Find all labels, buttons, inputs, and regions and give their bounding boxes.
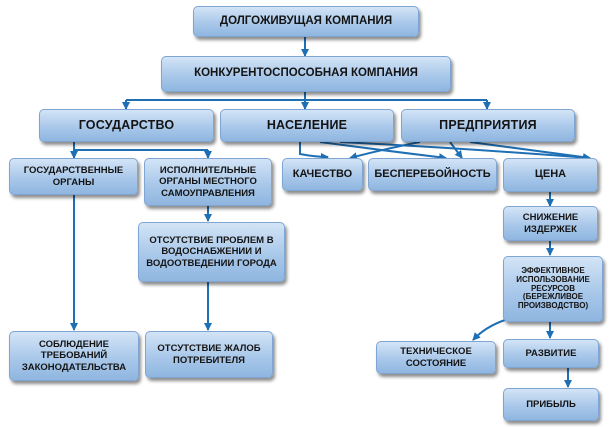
- node-no-consumer-complaints: ОТСУТСТВИЕ ЖАЛОБ ПОТРЕБИТЕЛЯ: [145, 331, 273, 378]
- node-long-lived-company-label: ДОЛГОЖИВУЩАЯ КОМПАНИЯ: [219, 14, 393, 27]
- arrow-enterprises-to-uninterrupted: [449, 141, 463, 159]
- node-no-consumer-complaints-label: ОТСУТСТВИЕ ЖАЛОБ ПОТРЕБИТЕЛЯ: [157, 343, 261, 366]
- arrow-competitive-to-levels: [125, 92, 488, 108]
- node-cost-reduction-label: СНИЖЕНИЕ ИЗДЕРЖЕК: [522, 212, 579, 235]
- node-price-label: ЦЕНА: [534, 168, 567, 181]
- node-profit-label: ПРИБЫЛЬ: [526, 398, 576, 410]
- node-state: ГОСУДАРСТВО: [39, 109, 214, 142]
- node-development-label: РАЗВИТИЕ: [525, 347, 577, 359]
- node-price: ЦЕНА: [503, 158, 598, 192]
- node-state-bodies: ГОСУДАРСТВЕННЫЕ ОРГАНЫ: [9, 158, 138, 195]
- node-uninterrupted-label: БЕСПЕРЕБОЙНОСТЬ: [374, 167, 491, 180]
- node-development: РАЗВИТИЕ: [503, 339, 599, 368]
- node-population-label: НАСЕЛЕНИЕ: [266, 118, 348, 132]
- node-competitive-company-label: КОНКУРЕНТОСПОСОБНАЯ КОМПАНИЯ: [194, 67, 418, 80]
- node-technical-state-label: ТЕХНИЧЕСКОЕ СОСТОЯНИЕ: [400, 346, 472, 369]
- node-no-water-problems: ОТСУТСТВИЕ ПРОБЛЕМ В ВОДОСНАБЖЕНИИ И ВОД…: [138, 222, 285, 282]
- node-technical-state: ТЕХНИЧЕСКОЕ СОСТОЯНИЕ: [376, 341, 496, 374]
- arrow-efficient-to-technical: [472, 319, 506, 341]
- node-population: НАСЕЛЕНИЕ: [220, 109, 394, 142]
- node-no-water-problems-label: ОТСУТСТВИЕ ПРОБЛЕМ В ВОДОСНАБЖЕНИИ И ВОД…: [146, 234, 277, 269]
- arrow-enterprises-to-quality: [349, 141, 421, 161]
- arrow-population-to-price: [339, 141, 591, 162]
- node-quality: КАЧЕСТВО: [282, 158, 363, 191]
- node-legal-compliance-label: СОБЛЮДЕНИЕ ТРЕБОВАНИЙ ЗАКОНОДАТЕЛЬСТВА: [21, 338, 127, 373]
- node-cost-reduction: СНИЖЕНИЕ ИЗДЕРЖЕК: [503, 206, 598, 241]
- node-state-label: ГОСУДАРСТВО: [78, 118, 175, 132]
- arrow-state-to-bodies: [73, 141, 209, 157]
- node-state-bodies-label: ГОСУДАРСТВЕННЫЕ ОРГАНЫ: [23, 165, 124, 188]
- node-enterprises: ПРЕДПРИЯТИЯ: [401, 109, 575, 142]
- node-quality-label: КАЧЕСТВО: [292, 167, 353, 180]
- node-long-lived-company: ДОЛГОЖИВУЩАЯ КОМПАНИЯ: [193, 6, 419, 37]
- node-competitive-company: КОНКУРЕНТОСПОСОБНАЯ КОМПАНИЯ: [161, 56, 451, 92]
- node-local-executive-bodies: ИСПОЛНИТЕЛЬНЫЕ ОРГАНЫ МЕСТНОГО САМОУПРАВ…: [144, 158, 272, 206]
- node-enterprises-label: ПРЕДПРИЯТИЯ: [439, 118, 537, 132]
- node-efficient-resource-use-label: ЭФФЕКТИВНОЕ ИСПОЛЬЗОВАНИЕ РЕСУРСОВ (БЕРЕ…: [516, 266, 590, 311]
- arrow-enterprises-to-price: [469, 141, 591, 162]
- node-uninterrupted: БЕСПЕРЕБОЙНОСТЬ: [368, 158, 497, 191]
- node-legal-compliance: СОБЛЮДЕНИЕ ТРЕБОВАНИЙ ЗАКОНОДАТЕЛЬСТВА: [9, 331, 139, 381]
- node-efficient-resource-use: ЭФФЕКТИВНОЕ ИСПОЛЬЗОВАНИЕ РЕСУРСОВ (БЕРЕ…: [503, 256, 603, 322]
- node-local-executive-bodies-label: ИСПОЛНИТЕЛЬНЫЕ ОРГАНЫ МЕСТНОГО САМОУПРАВ…: [159, 164, 257, 199]
- node-profit: ПРИБЫЛЬ: [503, 388, 599, 421]
- arrow-population-to-quality: [299, 142, 329, 161]
